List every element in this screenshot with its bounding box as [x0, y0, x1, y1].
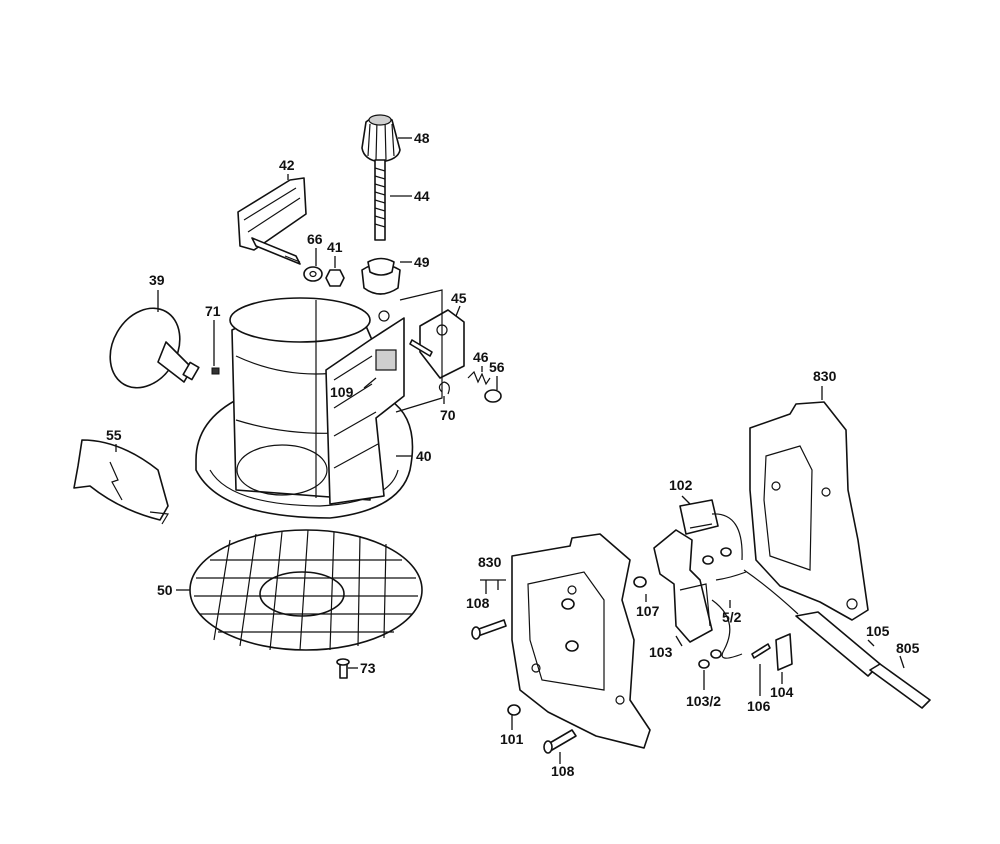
label-45: 45 [451, 290, 467, 306]
part-41-nut [325, 269, 345, 287]
part-50-sub-base [189, 529, 423, 651]
part-107-screw [633, 576, 647, 588]
part-103-2-screws [698, 649, 722, 669]
label-70: 70 [440, 407, 456, 423]
part-73-screw [336, 658, 350, 679]
label-56: 56 [489, 359, 505, 375]
part-106-screw [751, 643, 771, 659]
label-39: 39 [149, 272, 165, 288]
part-101-screw [507, 704, 521, 716]
part-830-handle-right [749, 401, 869, 621]
part-66-washer [303, 266, 323, 282]
part-56-cap [484, 389, 502, 403]
label-46: 46 [473, 349, 489, 365]
label-73: 73 [360, 660, 376, 676]
label-5-2: 5/2 [722, 609, 742, 625]
label-106: 106 [747, 698, 771, 714]
label-108-upper: 108 [466, 595, 490, 611]
label-66: 66 [307, 231, 323, 247]
part-70-clip [438, 381, 450, 395]
callout-labels: 48 44 42 66 41 49 39 71 45 46 56 109 70 … [106, 130, 920, 779]
label-41: 41 [327, 239, 343, 255]
label-101: 101 [500, 731, 524, 747]
label-109: 109 [330, 384, 354, 400]
label-830-left: 830 [478, 554, 502, 570]
label-44: 44 [414, 188, 430, 204]
label-50: 50 [157, 582, 173, 598]
part-46-spring [467, 370, 491, 386]
part-39-side-knob [109, 307, 200, 389]
label-830-right: 830 [813, 368, 837, 384]
label-104: 104 [770, 684, 794, 700]
part-103-switch [653, 529, 713, 643]
label-103: 103 [649, 644, 673, 660]
part-105-cord-guard [795, 611, 881, 677]
part-44-threaded-rod [374, 159, 386, 241]
label-102: 102 [669, 477, 693, 493]
part-102-switch-cap [679, 499, 719, 535]
label-107: 107 [636, 603, 660, 619]
part-48-adjust-knob [361, 114, 401, 163]
part-49-collar [361, 257, 401, 295]
label-55: 55 [106, 427, 122, 443]
label-49: 49 [414, 254, 430, 270]
label-805: 805 [896, 640, 920, 656]
part-71-pin [211, 367, 220, 375]
leader-lines [115, 137, 905, 764]
part-830-handle-left [511, 533, 651, 749]
part-104-clamp [775, 633, 793, 671]
part-45-clamp [409, 309, 465, 379]
part-42-bracket [237, 177, 307, 265]
label-71: 71 [205, 303, 221, 319]
label-105: 105 [866, 623, 890, 639]
part-108-screw-upper [471, 619, 507, 640]
part-805-cord [743, 569, 931, 709]
part-40-base-housing [195, 297, 414, 519]
part-55-chip-shield [73, 439, 169, 525]
label-42: 42 [279, 157, 295, 173]
label-40: 40 [416, 448, 432, 464]
switch-wires [711, 513, 743, 659]
label-103-2: 103/2 [686, 693, 721, 709]
handle-screws-mid [561, 598, 579, 652]
part-5-2-terminals [702, 547, 747, 581]
label-48: 48 [414, 130, 430, 146]
label-108-lower: 108 [551, 763, 575, 779]
part-108-screw-lower [543, 729, 577, 754]
part-109-guide [395, 289, 443, 413]
